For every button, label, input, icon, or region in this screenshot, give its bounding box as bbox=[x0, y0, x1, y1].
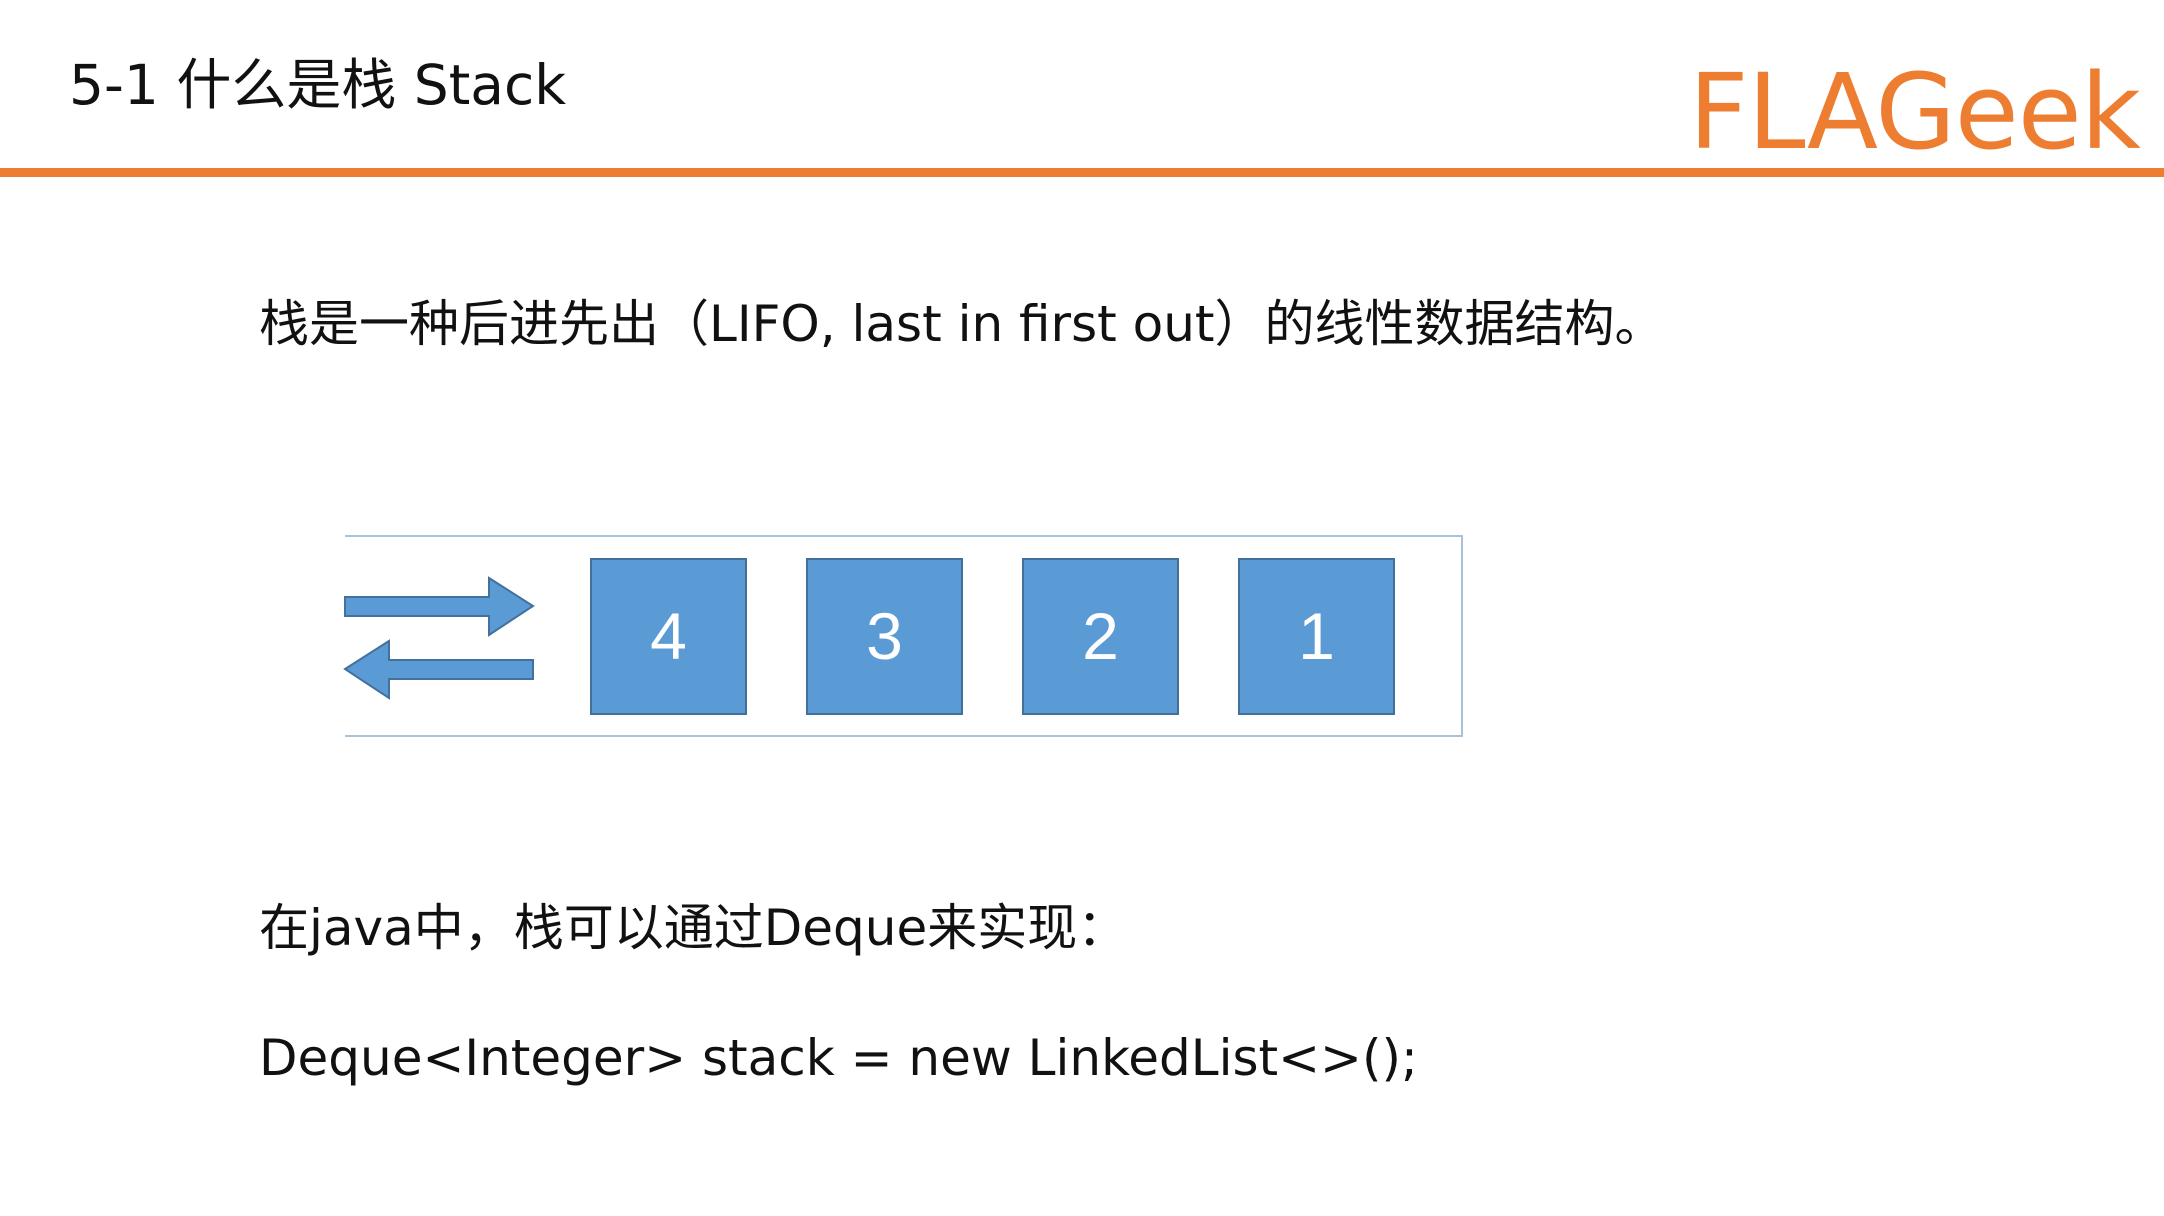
stack-element-1: 1 bbox=[1238, 558, 1395, 715]
header-divider bbox=[0, 168, 2164, 177]
stack-element-4: 4 bbox=[590, 558, 747, 715]
stack-element-2: 2 bbox=[1022, 558, 1179, 715]
stack-definition: 栈是一种后进先出（LIFO, last in first out）的线性数据结构… bbox=[259, 295, 1665, 353]
push-arrow-icon bbox=[344, 576, 535, 637]
code-example: Deque<Integer> stack = new LinkedList<>(… bbox=[259, 1029, 1418, 1087]
push-pop-arrows bbox=[343, 576, 535, 700]
stack-frame bbox=[345, 535, 1463, 737]
java-intro-text: 在java中，栈可以通过Deque来实现： bbox=[259, 899, 1128, 957]
stack-element-3: 3 bbox=[806, 558, 963, 715]
brand-logo: FLAGeek bbox=[1688, 51, 2141, 173]
slide-title: 5-1 什么是栈 Stack bbox=[69, 53, 567, 117]
pop-arrow-icon bbox=[343, 639, 534, 700]
